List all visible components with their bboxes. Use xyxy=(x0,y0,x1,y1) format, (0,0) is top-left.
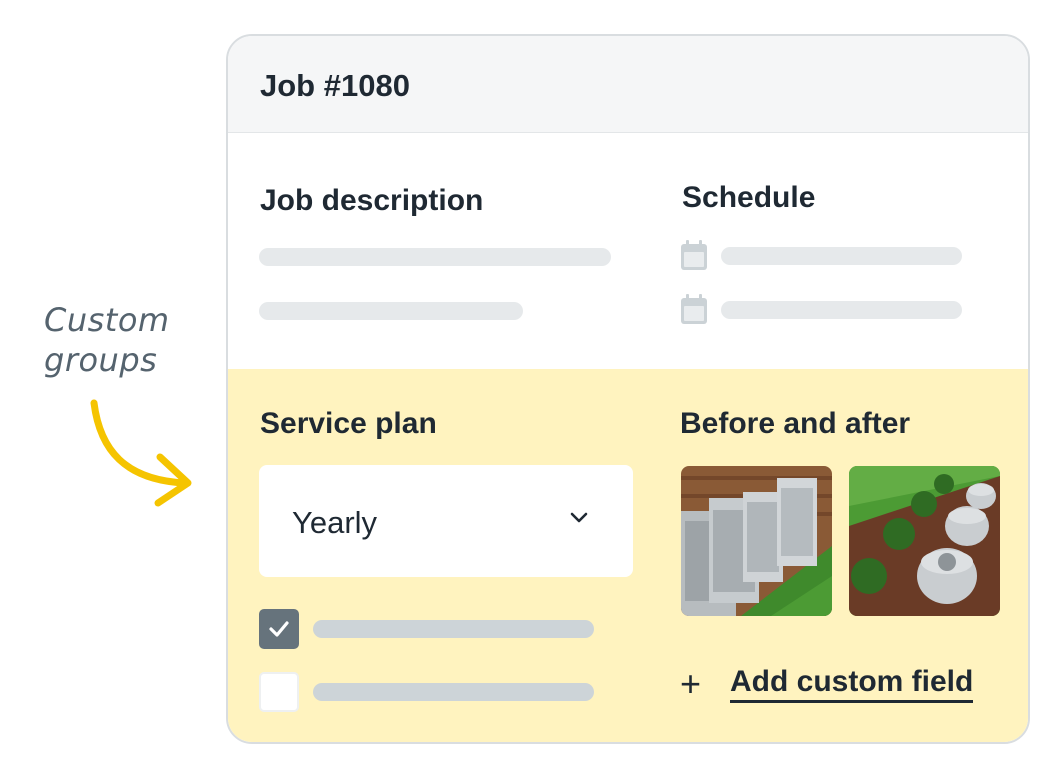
service-plan-checkbox-checked[interactable] xyxy=(259,609,299,649)
after-photo[interactable] xyxy=(849,466,1000,616)
custom-groups-annotation: Custom groups xyxy=(44,301,170,379)
service-plan-select[interactable]: Yearly xyxy=(259,465,633,577)
check-icon xyxy=(269,621,289,637)
description-placeholder-line xyxy=(259,302,523,320)
schedule-placeholder-line xyxy=(721,301,962,319)
add-custom-field-button[interactable]: + Add custom field xyxy=(680,663,974,704)
job-title: Job #1080 xyxy=(260,68,410,103)
checkbox-placeholder-line xyxy=(313,683,594,701)
description-placeholder-line xyxy=(259,248,611,266)
chevron-down-icon xyxy=(570,512,588,523)
job-card: Job #1080 Job description Schedule Servi… xyxy=(226,34,1030,744)
add-custom-field-label: Add custom field xyxy=(730,665,974,703)
calendar-icon xyxy=(681,240,707,270)
arrow-icon xyxy=(90,399,192,507)
before-photo[interactable] xyxy=(681,466,832,616)
calendar-icon xyxy=(681,294,707,324)
service-plan-checkbox-unchecked[interactable] xyxy=(259,672,299,712)
schedule-title: Schedule xyxy=(682,181,816,214)
service-plan-title: Service plan xyxy=(260,407,437,440)
card-header: Job #1080 xyxy=(228,36,1028,133)
custom-group-section: Service plan Yearly Before and after xyxy=(228,369,1028,742)
before-and-after-title: Before and after xyxy=(680,407,911,440)
plus-icon: + xyxy=(680,663,702,704)
job-description-title: Job description xyxy=(260,184,484,217)
checkbox-placeholder-line xyxy=(313,620,594,638)
service-plan-value: Yearly xyxy=(292,505,378,540)
schedule-placeholder-line xyxy=(721,247,962,265)
